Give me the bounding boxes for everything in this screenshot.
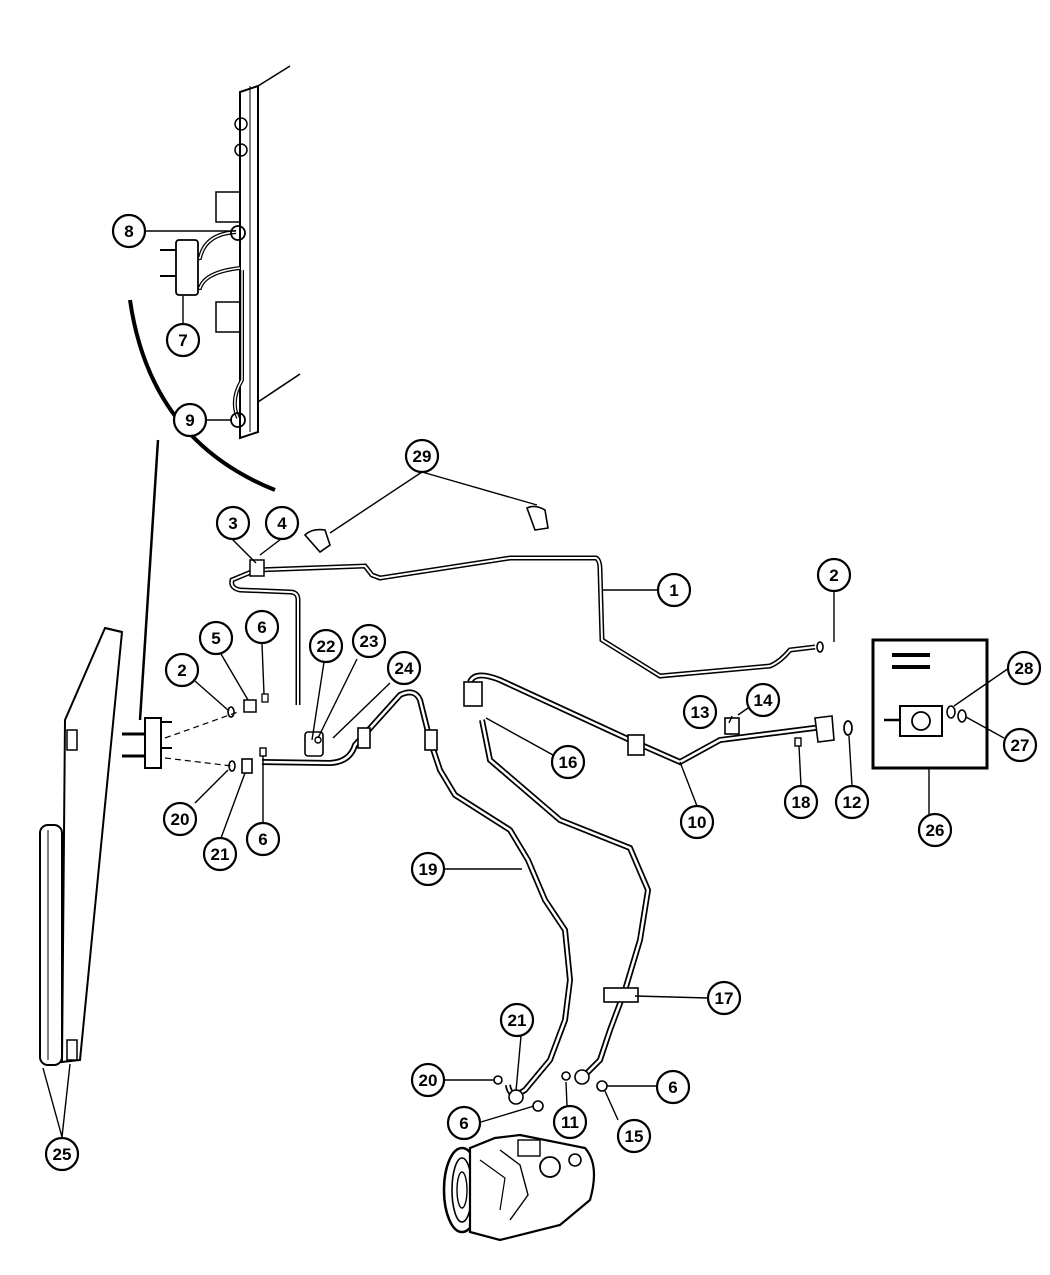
seals-and-nuts [227, 641, 853, 1112]
view-connector-line [138, 439, 160, 721]
svg-text:5: 5 [211, 629, 220, 648]
callout-18: 18 [783, 784, 819, 820]
svg-text:16: 16 [559, 753, 578, 772]
discharge-line [261, 689, 574, 1105]
callout-24: 24 [386, 650, 422, 686]
callout-16: 16 [550, 744, 586, 780]
callout-6-upper: 6 [244, 609, 280, 645]
callout-11: 11 [552, 1104, 588, 1140]
lower-condenser-assembly [39, 626, 239, 1066]
svg-text:3: 3 [228, 514, 237, 533]
svg-text:2: 2 [177, 661, 186, 680]
callout-27: 27 [1002, 727, 1038, 763]
svg-text:19: 19 [419, 860, 438, 879]
callout-19: 19 [410, 851, 446, 887]
suction-line [463, 672, 835, 1085]
svg-text:18: 18 [792, 793, 811, 812]
svg-text:21: 21 [508, 1011, 527, 1030]
callout-22: 22 [308, 628, 344, 664]
callout-21-compressor: 21 [499, 1002, 535, 1038]
svg-text:2: 2 [829, 566, 838, 585]
callout-2-left: 2 [164, 652, 200, 688]
callout-29: 29 [404, 438, 440, 474]
callout-12: 12 [834, 784, 870, 820]
callout-1: 1 [656, 572, 692, 608]
svg-text:6: 6 [257, 618, 266, 637]
expansion-valve-kit [871, 638, 989, 770]
svg-text:17: 17 [715, 989, 734, 1008]
callout-28: 28 [1006, 650, 1042, 686]
callout-20-left: 20 [162, 801, 198, 837]
svg-text:10: 10 [688, 813, 707, 832]
callout-14: 14 [745, 682, 781, 718]
callout-9: 9 [172, 402, 208, 438]
upper-condenser-assembly [160, 65, 301, 440]
svg-text:24: 24 [395, 659, 414, 678]
callout-6-compressor-left: 6 [446, 1105, 482, 1141]
svg-text:9: 9 [185, 411, 194, 430]
svg-text:11: 11 [561, 1113, 579, 1132]
callout-23: 23 [351, 623, 387, 659]
callout-15: 15 [616, 1118, 652, 1154]
svg-text:20: 20 [171, 810, 190, 829]
callout-2-top: 2 [816, 557, 852, 593]
callout-25: 25 [44, 1136, 80, 1172]
svg-text:13: 13 [691, 703, 710, 722]
callout-20-compressor: 20 [410, 1062, 446, 1098]
callout-7: 7 [165, 322, 201, 358]
ac-compressor [442, 1133, 596, 1242]
callout-8: 8 [111, 213, 147, 249]
svg-text:23: 23 [360, 632, 379, 651]
svg-text:8: 8 [124, 222, 133, 241]
callout-26: 26 [917, 812, 953, 848]
leader-lines [42, 230, 1010, 1138]
callout-3: 3 [215, 505, 251, 541]
svg-text:6: 6 [258, 830, 267, 849]
callout-13: 13 [682, 694, 718, 730]
svg-text:14: 14 [754, 691, 773, 710]
callout-4: 4 [264, 505, 300, 541]
svg-text:22: 22 [317, 637, 336, 656]
svg-text:15: 15 [625, 1127, 644, 1146]
svg-text:4: 4 [277, 514, 287, 533]
svg-text:7: 7 [178, 331, 187, 350]
clip-pair [303, 505, 549, 554]
svg-text:6: 6 [459, 1114, 468, 1133]
callout-6-compressor-right: 6 [655, 1069, 691, 1105]
svg-text:29: 29 [413, 447, 432, 466]
svg-text:28: 28 [1015, 659, 1034, 678]
svg-text:25: 25 [53, 1145, 72, 1164]
callout-21-left: 21 [202, 836, 238, 872]
callout-10: 10 [679, 804, 715, 840]
callout-6-lower: 6 [245, 821, 281, 857]
callout-5: 5 [198, 620, 234, 656]
svg-text:26: 26 [926, 821, 945, 840]
svg-text:27: 27 [1011, 736, 1030, 755]
liquid-line [229, 555, 816, 713]
svg-text:21: 21 [211, 845, 230, 864]
svg-text:6: 6 [668, 1078, 677, 1097]
svg-text:12: 12 [843, 793, 862, 812]
svg-text:20: 20 [419, 1071, 438, 1090]
svg-text:1: 1 [669, 581, 678, 600]
callout-17: 17 [706, 980, 742, 1016]
